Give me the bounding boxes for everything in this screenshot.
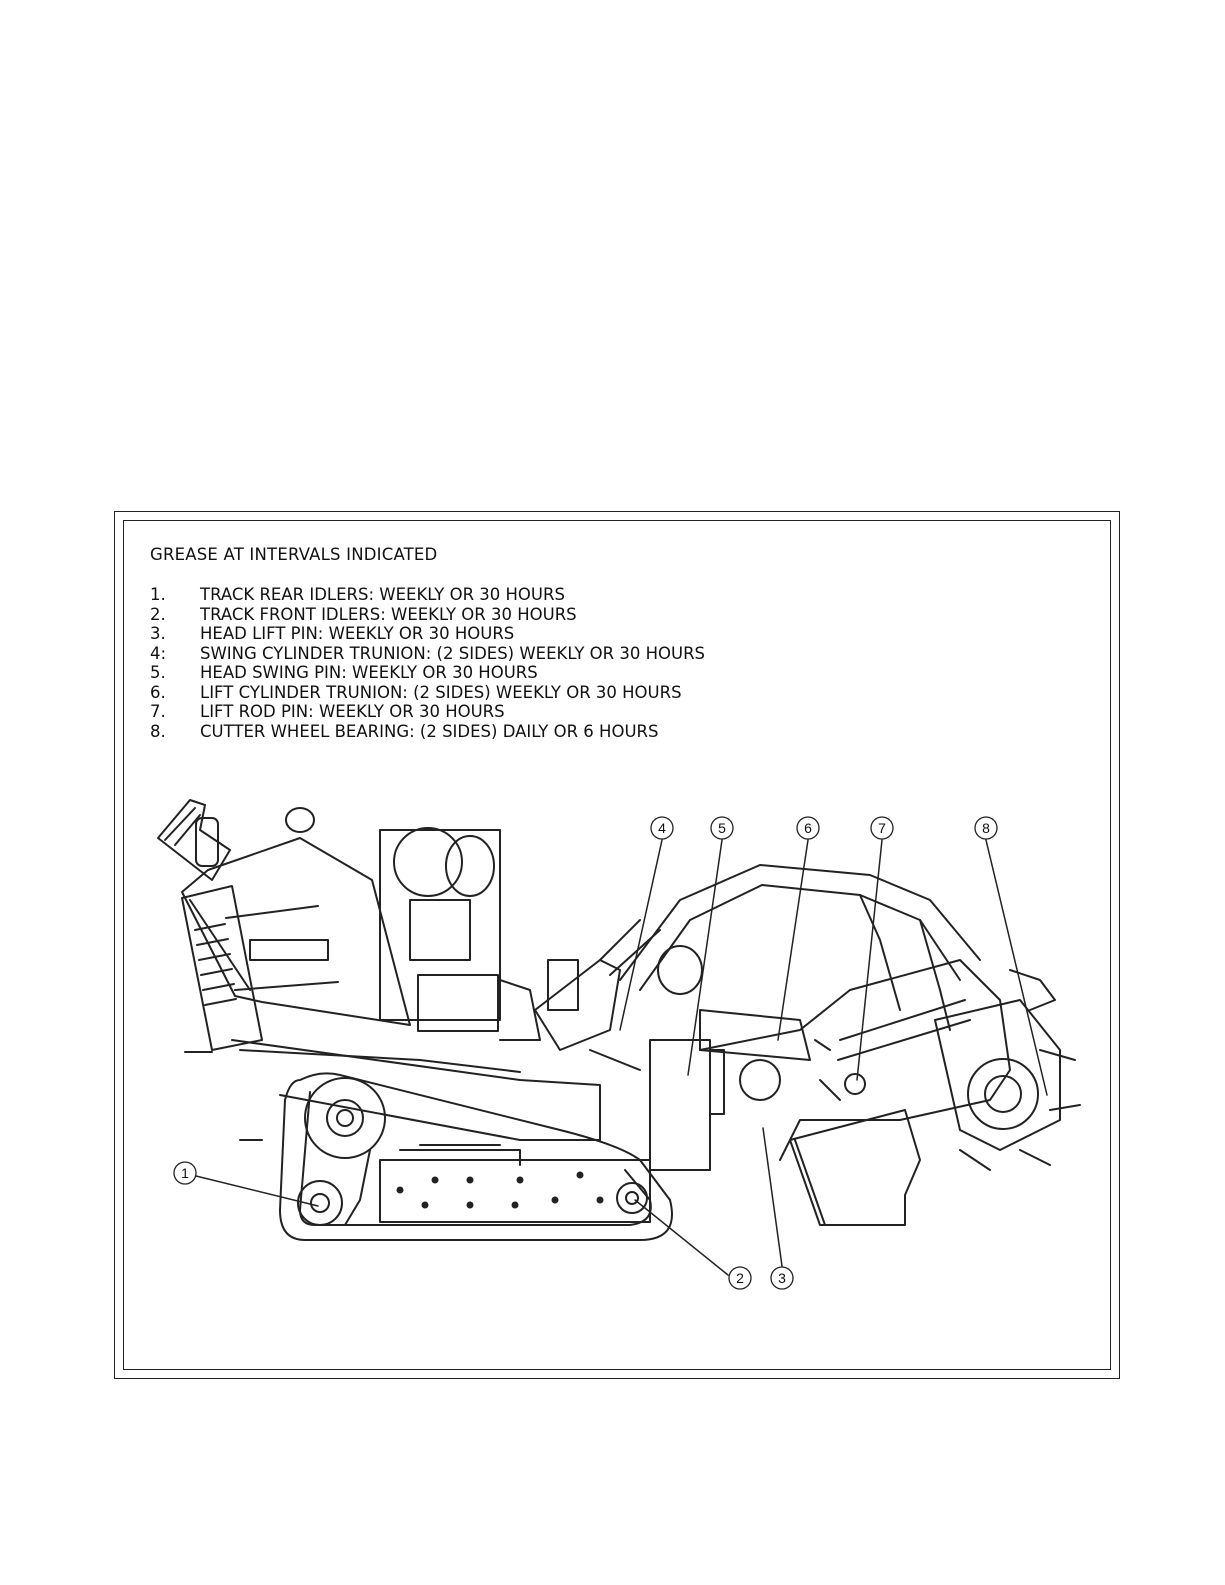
item-number: 3. xyxy=(150,624,166,643)
item-number: 6. xyxy=(150,682,166,702)
item-text: TRACK FRONT IDLERS: WEEKLY OR 30 HOURS xyxy=(200,604,577,624)
svg-text:2: 2 xyxy=(736,1270,744,1286)
list-item: 4: SWING CYLINDER TRUNION: (2 SIDES) WEEK… xyxy=(150,644,705,664)
callouts: 1 2 3 4 5 6 7 8 xyxy=(173,816,998,1290)
item-text: LIFT CYLINDER TRUNION: (2 SIDES) WEEKLY … xyxy=(200,682,682,702)
callout-2: 2 xyxy=(728,1266,752,1290)
list-item: 7. LIFT ROD PIN: WEEKLY OR 30 HOURS xyxy=(150,702,705,722)
callout-5: 5 xyxy=(710,816,734,840)
svg-text:7: 7 xyxy=(878,820,886,836)
track-bolts xyxy=(396,1171,604,1209)
svg-text:1: 1 xyxy=(181,1165,189,1181)
svg-text:4: 4 xyxy=(658,820,666,836)
callout-6: 6 xyxy=(796,816,820,840)
machine-body xyxy=(157,799,1081,1241)
item-number: 4: xyxy=(150,643,167,663)
callout-8: 8 xyxy=(974,816,998,840)
callout-1: 1 xyxy=(173,1161,197,1185)
item-text: HEAD LIFT PIN: WEEKLY OR 30 HOURS xyxy=(200,624,515,643)
list-item: 5. HEAD SWING PIN: WEEKLY OR 30 HOURS xyxy=(150,663,705,683)
item-text: LIFT ROD PIN: WEEKLY OR 30 HOURS xyxy=(200,702,505,721)
svg-text:3: 3 xyxy=(778,1270,786,1286)
item-text: CUTTER WHEEL BEARING: (2 SIDES) DAILY OR… xyxy=(200,721,659,741)
list-item: 6. LIFT CYLINDER TRUNION: (2 SIDES) WEEKL… xyxy=(150,683,705,703)
item-text: TRACK REAR IDLERS: WEEKLY OR 30 HOURS xyxy=(200,585,565,604)
list-item: 8. CUTTER WHEEL BEARING: (2 SIDES) DAILY … xyxy=(150,722,705,742)
item-text: HEAD SWING PIN: WEEKLY OR 30 HOURS xyxy=(200,663,538,682)
list-item: 1. TRACK REAR IDLERS: WEEKLY OR 30 HOURS xyxy=(150,585,705,605)
list-item: 3. HEAD LIFT PIN: WEEKLY OR 30 HOURS xyxy=(150,624,705,644)
list-item: 2. TRACK FRONT IDLERS: WEEKLY OR 30 HOURS xyxy=(150,605,705,625)
callout-3: 3 xyxy=(770,1266,794,1290)
callout-7: 7 xyxy=(870,816,894,840)
item-number: 5. xyxy=(150,663,166,682)
item-text: SWING CYLINDER TRUNION: (2 SIDES) WEEKLY… xyxy=(200,643,706,663)
item-number: 2. xyxy=(150,604,166,624)
svg-text:5: 5 xyxy=(718,820,726,836)
grease-heading: GREASE AT INTERVALS INDICATED xyxy=(150,545,438,564)
callout-4: 4 xyxy=(650,816,674,840)
item-number: 7. xyxy=(150,702,166,721)
grease-list: 1.TRACK REAR IDLERS: WEEKLY OR 30 HOURS … xyxy=(150,585,705,741)
svg-text:8: 8 xyxy=(982,820,990,836)
figure-inner-frame: GREASE AT INTERVALS INDICATED 1. TRACK RE… xyxy=(123,520,1111,1370)
figure-frame: GREASE AT INTERVALS INDICATED 1. TRACK RE… xyxy=(114,511,1120,1379)
item-number: 8. xyxy=(150,721,166,741)
leader-lines xyxy=(195,839,1048,1276)
item-number: 1. xyxy=(150,585,166,604)
svg-text:6: 6 xyxy=(804,820,812,836)
